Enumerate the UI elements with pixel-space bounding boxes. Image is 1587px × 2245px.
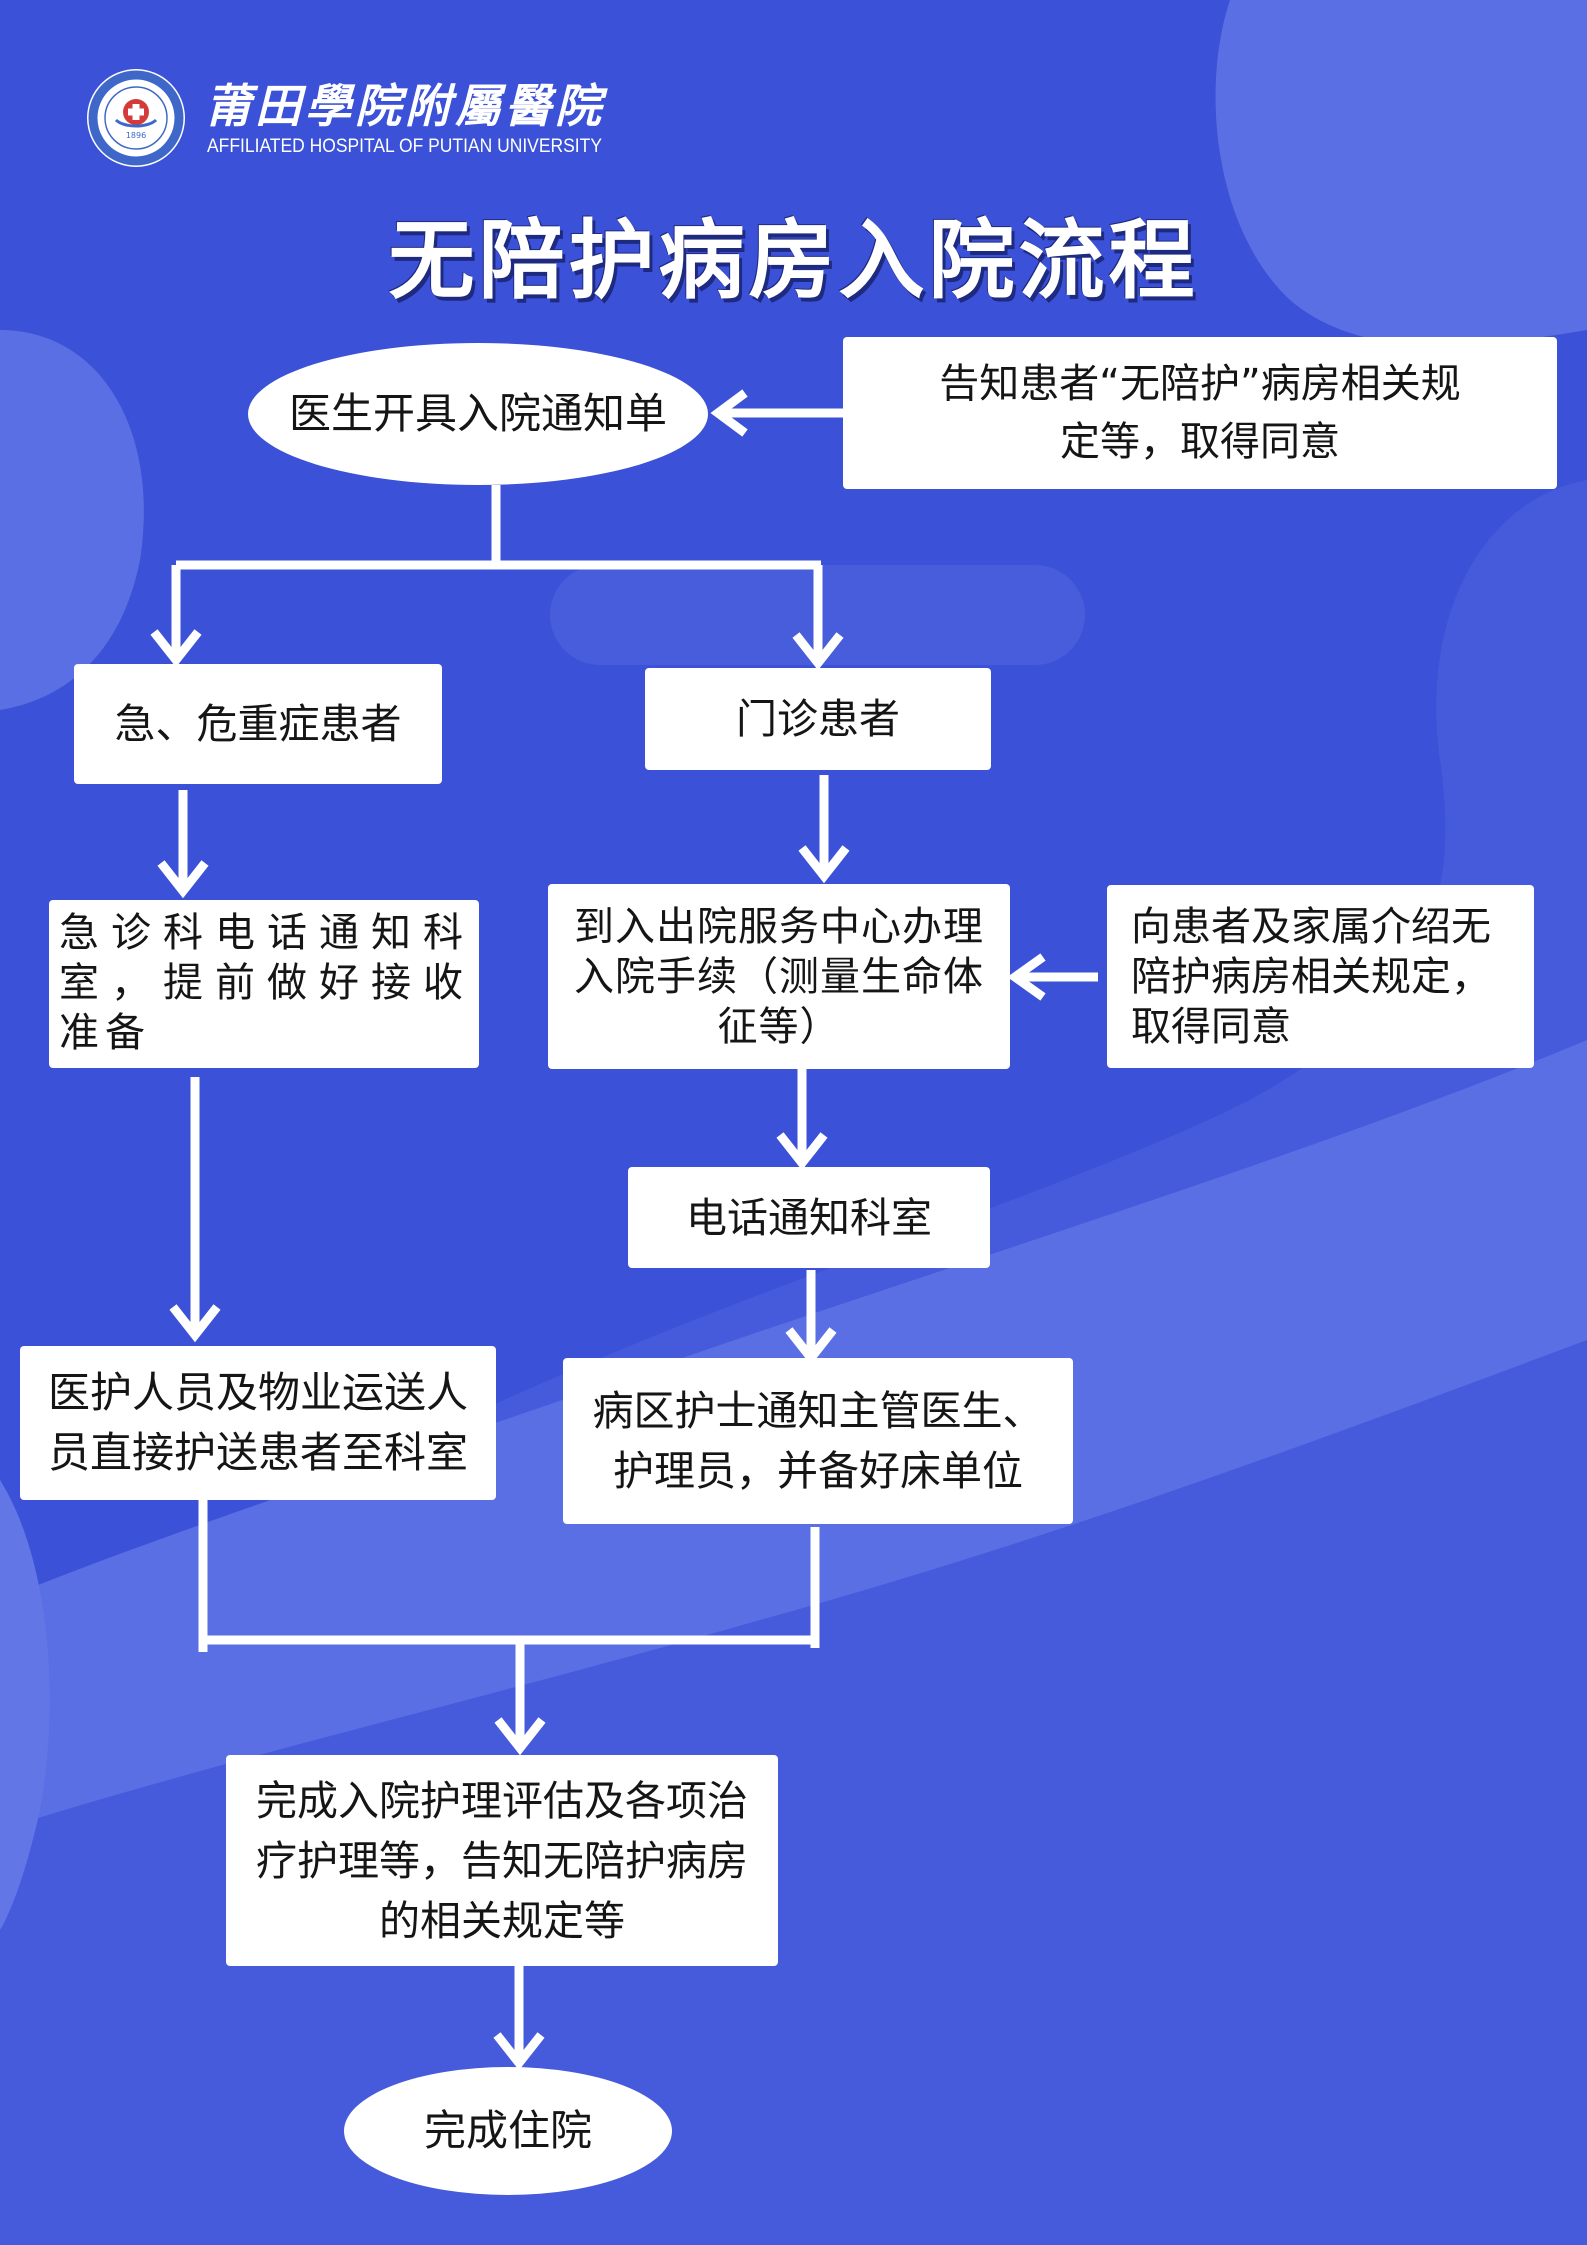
arrowhead-to-assessment <box>494 1717 546 1756</box>
logo-year: 1896 <box>126 131 146 140</box>
node-admission-service-label: 到入出院服务中心办理 入院手续（测量生命体 征等） <box>574 903 984 1050</box>
node-admission-service: 到入出院服务中心办理 入院手续（测量生命体 征等） <box>548 884 1010 1069</box>
arrowhead-outpatient-to-service <box>798 845 850 884</box>
arrowhead-service-to-phone <box>776 1132 828 1171</box>
node-inform-family-consent: 向患者及家属介绍无 陪护病房相关规定， 取得同意 <box>1107 885 1534 1068</box>
arrowhead-family-to-service <box>1007 953 1046 1001</box>
node-doctor-notice: 医生开具入院通知单 <box>248 343 708 485</box>
arrowhead-consent-to-doctor <box>710 389 748 437</box>
node-nursing-assessment: 完成入院护理评估及各项治 疗护理等，告知无陪护病房 的相关规定等 <box>226 1755 778 1966</box>
node-staff-escort: 医护人员及物业运送人 员直接护送患者至科室 <box>20 1346 496 1500</box>
node-inform-consent-top: 告知患者“无陪护”病房相关规 定等，取得同意 <box>843 337 1557 489</box>
node-er-phone-notify: 急诊科电话通知科室，提前做好接收准备 <box>49 900 479 1068</box>
node-doctor-notice-label: 医生开具入院通知单 <box>288 389 667 438</box>
node-staff-escort-label: 医护人员及物业运送人 员直接护送患者至科室 <box>47 1368 468 1477</box>
node-phone-notify-dept: 电话通知科室 <box>628 1167 990 1268</box>
arrowhead-to-emergency <box>150 629 202 668</box>
hospital-name-cn: 莆田學院附屬醫院 <box>205 79 605 133</box>
node-emergency-patient: 急、危重症患者 <box>74 664 442 784</box>
node-phone-notify-dept-label: 电话通知科室 <box>686 1193 932 1242</box>
node-admission-complete: 完成住院 <box>344 2067 672 2195</box>
arrowhead-to-complete <box>493 2032 545 2071</box>
node-admission-complete-label: 完成住院 <box>423 2106 592 2155</box>
node-nursing-assessment-label: 完成入院护理评估及各项治 疗护理等，告知无陪护病房 的相关规定等 <box>256 1776 748 1945</box>
arrowhead-to-outpatient <box>792 632 844 671</box>
node-ward-nurse-notify: 病区护士通知主管医生、 护理员，并备好床单位 <box>563 1358 1073 1524</box>
node-inform-family-consent-label: 向患者及家属介绍无 陪护病房相关规定， 取得同意 <box>1131 903 1491 1050</box>
arrowhead-emergency-to-er <box>157 860 209 899</box>
node-er-phone-notify-label: 急诊科电话通知科室，提前做好接收准备 <box>59 910 469 1056</box>
node-emergency-patient-label: 急、危重症患者 <box>114 700 402 748</box>
node-outpatient: 门诊患者 <box>645 668 991 770</box>
node-ward-nurse-notify-label: 病区护士通知主管医生、 护理员，并备好床单位 <box>592 1387 1044 1495</box>
node-inform-consent-top-label: 告知患者“无陪护”病房相关规 定等，取得同意 <box>939 361 1461 465</box>
arrowhead-er-to-escort <box>169 1304 221 1343</box>
hospital-seal-icon: 1896 <box>87 69 185 167</box>
node-outpatient-label: 门诊患者 <box>736 695 900 743</box>
page-title: 无陪护病房入院流程 <box>388 211 1199 311</box>
hospital-name-en: AFFILIATED HOSPITAL OF PUTIAN UNIVERSITY <box>207 136 602 157</box>
